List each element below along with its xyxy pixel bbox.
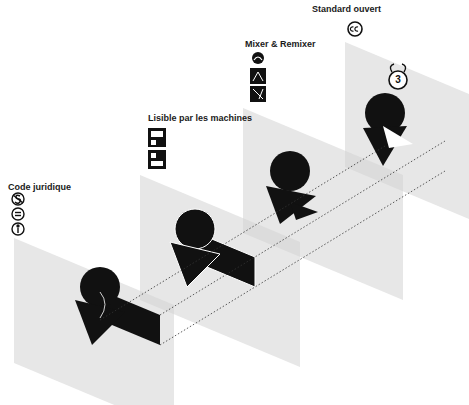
section-heading: Code juridique bbox=[8, 182, 71, 193]
cc-icon bbox=[348, 22, 362, 36]
section-heading: Mixer & Remixer bbox=[245, 39, 316, 50]
guide-line bbox=[160, 171, 445, 345]
section-heading: Standard ouvert bbox=[312, 4, 381, 15]
license-icons bbox=[12, 193, 24, 235]
shape-group bbox=[266, 151, 318, 224]
shape-group bbox=[363, 93, 413, 166]
section-heading: Lisible par les machines bbox=[148, 113, 252, 124]
version-number: 3 bbox=[391, 74, 405, 86]
remix-icons bbox=[250, 52, 266, 102]
shape-group bbox=[75, 267, 160, 345]
guide-line bbox=[100, 146, 385, 320]
version-badge bbox=[389, 71, 407, 89]
guide-line bbox=[160, 141, 445, 315]
file-icons bbox=[148, 128, 166, 169]
shape-group bbox=[170, 209, 255, 287]
panel bbox=[14, 238, 174, 405]
